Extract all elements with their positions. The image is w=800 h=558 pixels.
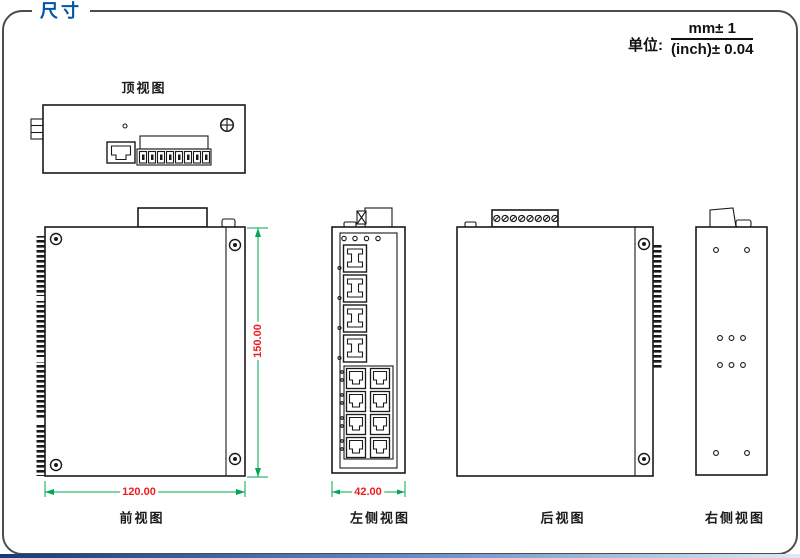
led-indicator-icons — [341, 235, 381, 242]
screw-icon — [228, 452, 242, 466]
rj45-port-icon — [340, 390, 391, 413]
power-connector-icon — [343, 207, 393, 228]
side-connector-icon — [30, 118, 44, 140]
screw-icon — [637, 452, 651, 466]
pinhole-icon — [122, 123, 128, 129]
unit-inch: (inch)± 0.04 — [671, 41, 754, 58]
front-view-label: 前视图 — [119, 510, 165, 526]
heatsink-fins-icon — [653, 245, 662, 368]
left-view-drawing — [331, 207, 406, 497]
unit-fraction: mm± 1 (inch)± 0.04 — [671, 20, 754, 58]
rear-view-drawing — [456, 209, 662, 477]
din-clip-icon — [137, 207, 208, 228]
top-view-drawing — [30, 104, 246, 174]
rj45-port-icon — [340, 367, 391, 390]
unit-note: 单位: mm± 1 (inch)± 0.04 — [628, 20, 754, 58]
right-view-body — [695, 226, 768, 476]
page-title: 尺寸 — [32, 1, 90, 21]
unit-mm: mm± 1 — [671, 20, 754, 40]
fiber-port-icon — [337, 334, 368, 363]
rj45-port-icon — [340, 436, 391, 459]
rj45-port-icon — [340, 413, 391, 436]
front-view-drawing — [35, 207, 268, 497]
top-view-label: 顶视图 — [121, 80, 167, 96]
faceplate — [339, 232, 398, 469]
front-view-body — [44, 226, 246, 477]
front-width-dimension-value: 120.00 — [120, 486, 158, 498]
screw-icon — [49, 232, 63, 246]
terminal-block-icon — [136, 135, 212, 166]
left-view-label: 左侧视图 — [349, 510, 411, 526]
power-connector-icon — [709, 207, 752, 228]
rj45-port-block — [343, 365, 394, 460]
height-dimension-value: 150.00 — [252, 322, 264, 360]
console-port-icon — [106, 141, 136, 164]
mounting-hole-icons — [713, 247, 750, 456]
fiber-port-icon — [337, 304, 368, 333]
heatsink-fins-icon — [36, 236, 46, 476]
right-view-drawing — [695, 207, 768, 476]
screw-icon — [219, 117, 235, 133]
screw-icon — [49, 458, 63, 472]
right-view-label: 右侧视图 — [704, 510, 766, 526]
fiber-port-icon — [337, 274, 368, 303]
terminal-block-icon — [491, 209, 559, 228]
left-width-dimension-value: 42.00 — [352, 486, 384, 498]
screw-icon — [228, 238, 242, 252]
fiber-port-icon — [337, 244, 368, 273]
top-tab-icon — [221, 218, 236, 228]
footer-gradient-bar — [0, 554, 800, 558]
rear-view-label: 后视图 — [540, 510, 586, 526]
screw-icon — [637, 237, 651, 251]
unit-label: 单位: — [628, 36, 663, 54]
rear-view-body — [456, 226, 654, 477]
